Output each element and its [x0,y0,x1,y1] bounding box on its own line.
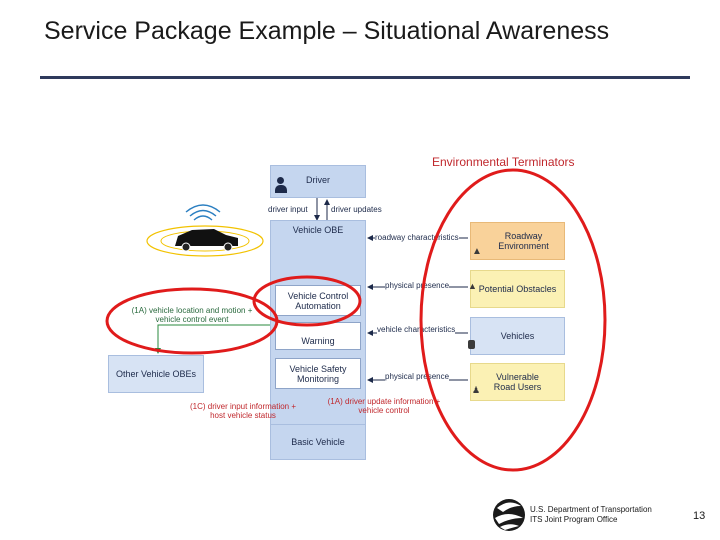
footer-line-1: U.S. Department of Transportation [530,505,652,514]
vehicle-safety-monitoring-box: Vehicle Safety Monitoring [275,358,361,389]
footer-text: U.S. Department of Transportation ITS Jo… [530,505,652,525]
other-vehicle-obes-box: Other Vehicle OBEs [108,355,204,393]
vehicle-safety-monitoring-label: Vehicle Safety Monitoring [289,363,347,384]
vulnerable-road-users-label: Vulnerable Road Users [493,372,542,392]
obstacle-icon: ▲ [468,281,477,291]
environmental-terminators-label: Environmental Terminators [432,155,575,169]
flow-vehicle-location-label: (1A) vehicle location and motion + vehic… [131,306,253,324]
vehicle-warning-box: Warning [275,322,361,350]
road-icon: ▲ [472,246,482,257]
highlight-circle-automation [252,275,362,327]
vehicle-icon [468,340,475,349]
other-vehicle-obes-label: Other Vehicle OBEs [115,369,197,379]
flow-line-vehicle-location [155,324,272,354]
vehicles-label: Vehicles [500,331,535,341]
driver-person-icon [274,177,288,193]
flow-driver-update-1a-label: (1A) driver update information + vehicle… [327,397,441,415]
flow-physical-presence-1-label: physical presence [385,281,450,290]
title-underline [40,76,690,79]
flow-physical-presence-2-label: physical presence [385,372,450,381]
basic-vehicle-label: Basic Vehicle [291,437,345,447]
vehicle-warning-label: Warning [301,336,335,346]
flow-vehicle-characteristics-label: vehicle characteristics [377,325,456,334]
vehicles-box: Vehicles [470,317,565,355]
car-body-icon [175,229,238,246]
roadway-environment-box: Roadway Environment [470,222,565,260]
slide-title: Service Package Example – Situational Aw… [44,17,610,45]
car-wheel-front-icon [181,242,191,252]
basic-vehicle-box: Basic Vehicle [270,424,366,460]
car-signal-ring-outer [146,225,264,257]
page-number: 13 [693,510,706,522]
wifi-signal-icon [185,204,221,221]
roadway-environment-label: Roadway Environment [498,231,549,251]
driver-label: Driver [306,175,330,185]
vulnerable-road-users-box: Vulnerable Road Users [470,363,565,401]
flow-driver-input-1c-label: (1C) driver input information + host veh… [189,402,297,420]
vehicle-control-automation-box: Vehicle Control Automation [275,285,361,316]
vehicle-control-automation-label: Vehicle Control Automation [287,290,349,311]
flow-roadway-characteristics-label: roadway characteristics [375,233,459,242]
pedestrian-icon: ♟ [472,385,481,395]
flow-driver-updates-label: driver updates [331,205,382,214]
footer-line-2: ITS Joint Program Office [530,515,618,524]
vehicle-obe-label: Vehicle OBE [292,225,344,235]
potential-obstacles-label: Potential Obstacles [478,284,557,294]
flow-driver-input-label: driver input [268,205,308,214]
highlight-circle-environment [419,168,607,472]
potential-obstacles-box: Potential Obstacles [470,270,565,308]
car-wheel-rear-icon [223,242,233,252]
